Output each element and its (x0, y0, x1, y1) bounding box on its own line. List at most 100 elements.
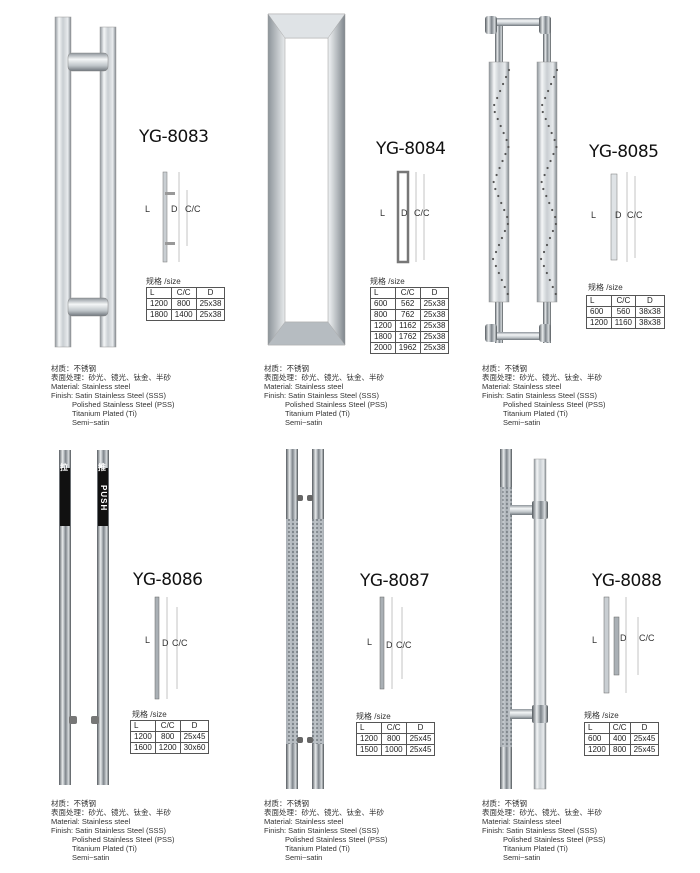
perforation-dot (491, 257, 495, 261)
dimension-diagram (396, 170, 425, 264)
perforation-dot (553, 138, 556, 142)
perforation-dot (496, 117, 499, 121)
perforation-dot (494, 264, 497, 268)
table-cell: 1162 (394, 320, 421, 332)
perforation-dot (548, 201, 551, 205)
table-cell: 800 (370, 309, 396, 321)
perforation-dot (551, 229, 555, 233)
table-cell: 560 (610, 306, 637, 318)
perforation-dot (539, 257, 543, 261)
size-label: 规格 /size (584, 711, 619, 720)
table-cell: 1160 (610, 317, 637, 329)
table-cell: 25x45 (629, 733, 660, 745)
table-cell: 25x38 (195, 309, 226, 321)
label-l: L (591, 210, 597, 220)
perforation-dot (543, 173, 546, 177)
table-cell: C/C (394, 287, 421, 299)
table-cell: 800 (170, 298, 197, 310)
table-cell: 600 (584, 733, 610, 745)
perforation-dot (500, 278, 503, 282)
label-l: L (380, 208, 386, 218)
table-cell: 1500 (356, 744, 382, 756)
push-cn-label: 推 (98, 463, 106, 472)
perforation-dot (542, 264, 545, 268)
product-yg-8086: 拉 推 PULL PUSH YG-8086 L D C/C 规格 /size L… (45, 443, 275, 873)
label-cc: C/C (185, 204, 201, 214)
table-cell: 1600 (130, 742, 156, 754)
perforation-dot (554, 292, 557, 296)
perforation-dot (492, 180, 495, 184)
description: 材质：不锈钢 表面处理：砂光、镜光、钛金、半砂 Material: Stainl… (482, 364, 606, 427)
label-d: D (401, 208, 408, 218)
table-cell: L (586, 295, 612, 307)
description: 材质：不锈钢 表面处理：砂光、镜光、钛金、半砂 Material: Stainl… (264, 364, 388, 427)
perforation-dot (540, 180, 543, 184)
table-cell: 400 (608, 733, 631, 745)
perforation-dot (550, 131, 553, 135)
table-cell: 800 (608, 744, 631, 756)
model-number: YG-8086 (133, 570, 203, 590)
table-cell: D (635, 295, 665, 307)
table-cell: 1200 (130, 731, 156, 743)
table-cell: C/C (154, 720, 181, 732)
pull-label: PULL (49, 493, 58, 518)
table-cell: 1200 (356, 733, 382, 745)
perforation-dot (494, 187, 497, 191)
perforation-dot (505, 138, 508, 142)
table-cell: D (195, 287, 226, 299)
description: 材质：不锈钢 表面处理：砂光、镜光、钛金、半砂 Material: Stainl… (264, 799, 388, 862)
table-cell: C/C (170, 287, 197, 299)
table-cell: 25x38 (419, 298, 450, 310)
label-d: D (620, 633, 627, 643)
perforation-dot (500, 201, 503, 205)
perforation-dot (504, 75, 508, 79)
table-cell: 1000 (380, 744, 407, 756)
size-label: 规格 /size (370, 277, 405, 286)
perforation-dot (507, 68, 511, 72)
table-cell: L (356, 722, 382, 734)
table-cell: 600 (586, 306, 612, 318)
perforation-dot (500, 236, 504, 240)
model-number: YG-8083 (139, 127, 209, 147)
table-cell: 1962 (394, 342, 421, 354)
table-cell: 38x38 (635, 317, 665, 329)
table-cell: 1762 (394, 331, 421, 343)
perforation-dot (506, 215, 509, 219)
table-cell: 1200 (584, 744, 610, 756)
table-cell: 25x45 (629, 744, 660, 756)
label-cc: C/C (172, 638, 188, 648)
perforation-dot (503, 229, 507, 233)
perforation-dot (552, 75, 556, 79)
table-cell: 600 (370, 298, 396, 310)
table-cell: 762 (394, 309, 421, 321)
perforation-dot (551, 285, 554, 289)
table-cell: 25x45 (179, 731, 210, 743)
label-l: L (145, 204, 151, 214)
label-l: L (592, 635, 598, 645)
description: 材质：不锈钢 表面处理：砂光、镜光、钛金、半砂 Material: Stainl… (482, 799, 606, 862)
perforation-dot (496, 96, 499, 100)
table-cell: 25x38 (419, 309, 450, 321)
push-label: PUSH (99, 485, 108, 512)
table-cell: D (419, 287, 450, 299)
perforation-dot (544, 96, 547, 100)
dimension-diagram (379, 596, 403, 690)
perforation-dot (507, 145, 510, 149)
table-cell: C/C (608, 722, 631, 734)
table-cell: C/C (380, 722, 407, 734)
label-d: D (171, 204, 178, 214)
table-cell: 38x38 (635, 306, 665, 318)
perforation-dot (506, 292, 509, 296)
perforation-dot (497, 194, 500, 198)
perforation-dot (493, 110, 496, 114)
